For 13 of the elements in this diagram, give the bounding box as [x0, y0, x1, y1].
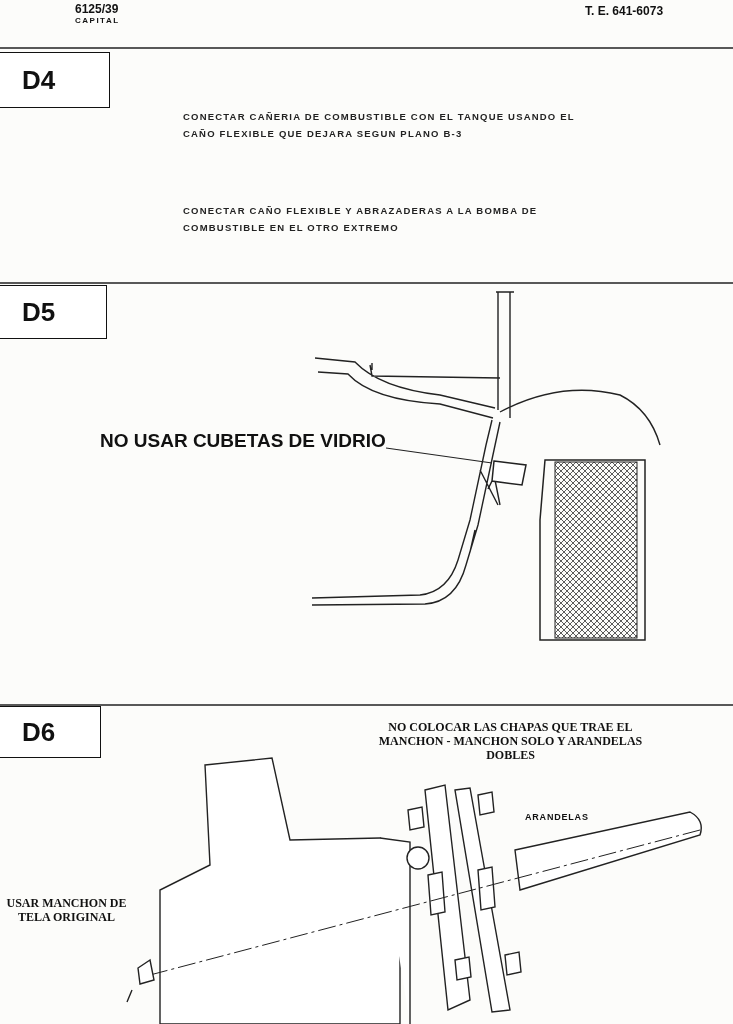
instruction-text: CONECTAR CAÑO FLEXIBLE Y ABRAZADERAS A LA BOMBA DE COMBUSTIBLE EN EL OTRO EXTREMO — [183, 204, 539, 235]
phone-number-text: 6125/39 — [75, 2, 119, 16]
leader-line — [385, 447, 493, 464]
section-tag: D6 — [0, 706, 101, 758]
section-tag: D4 — [0, 52, 110, 108]
phone-number-text: T. E. 641-6073 — [585, 4, 664, 18]
instruction-text: CONECTAR CAÑERIA DE COMBUSTIBLE CON EL TANQUE USANDO EL CAÑO FLEXIBLE QUE DEJARA SEGUN PLANO B-3 — [183, 110, 576, 141]
note-text: NO COLOCAR LAS CHAPAS QUE TRAE EL MANCHON - MANCHON SOLO Y ARANDELAS DOBLES — [378, 720, 643, 762]
section-tag: D5 — [0, 285, 107, 339]
note-text: USAR MANCHON DE TELA ORIGINAL — [5, 896, 128, 924]
callout-text: NO USAR CUBETAS DE VIDRIO — [100, 430, 386, 452]
header-text: CAPITAL — [75, 16, 120, 25]
part-label: ARANDELAS — [525, 812, 589, 822]
